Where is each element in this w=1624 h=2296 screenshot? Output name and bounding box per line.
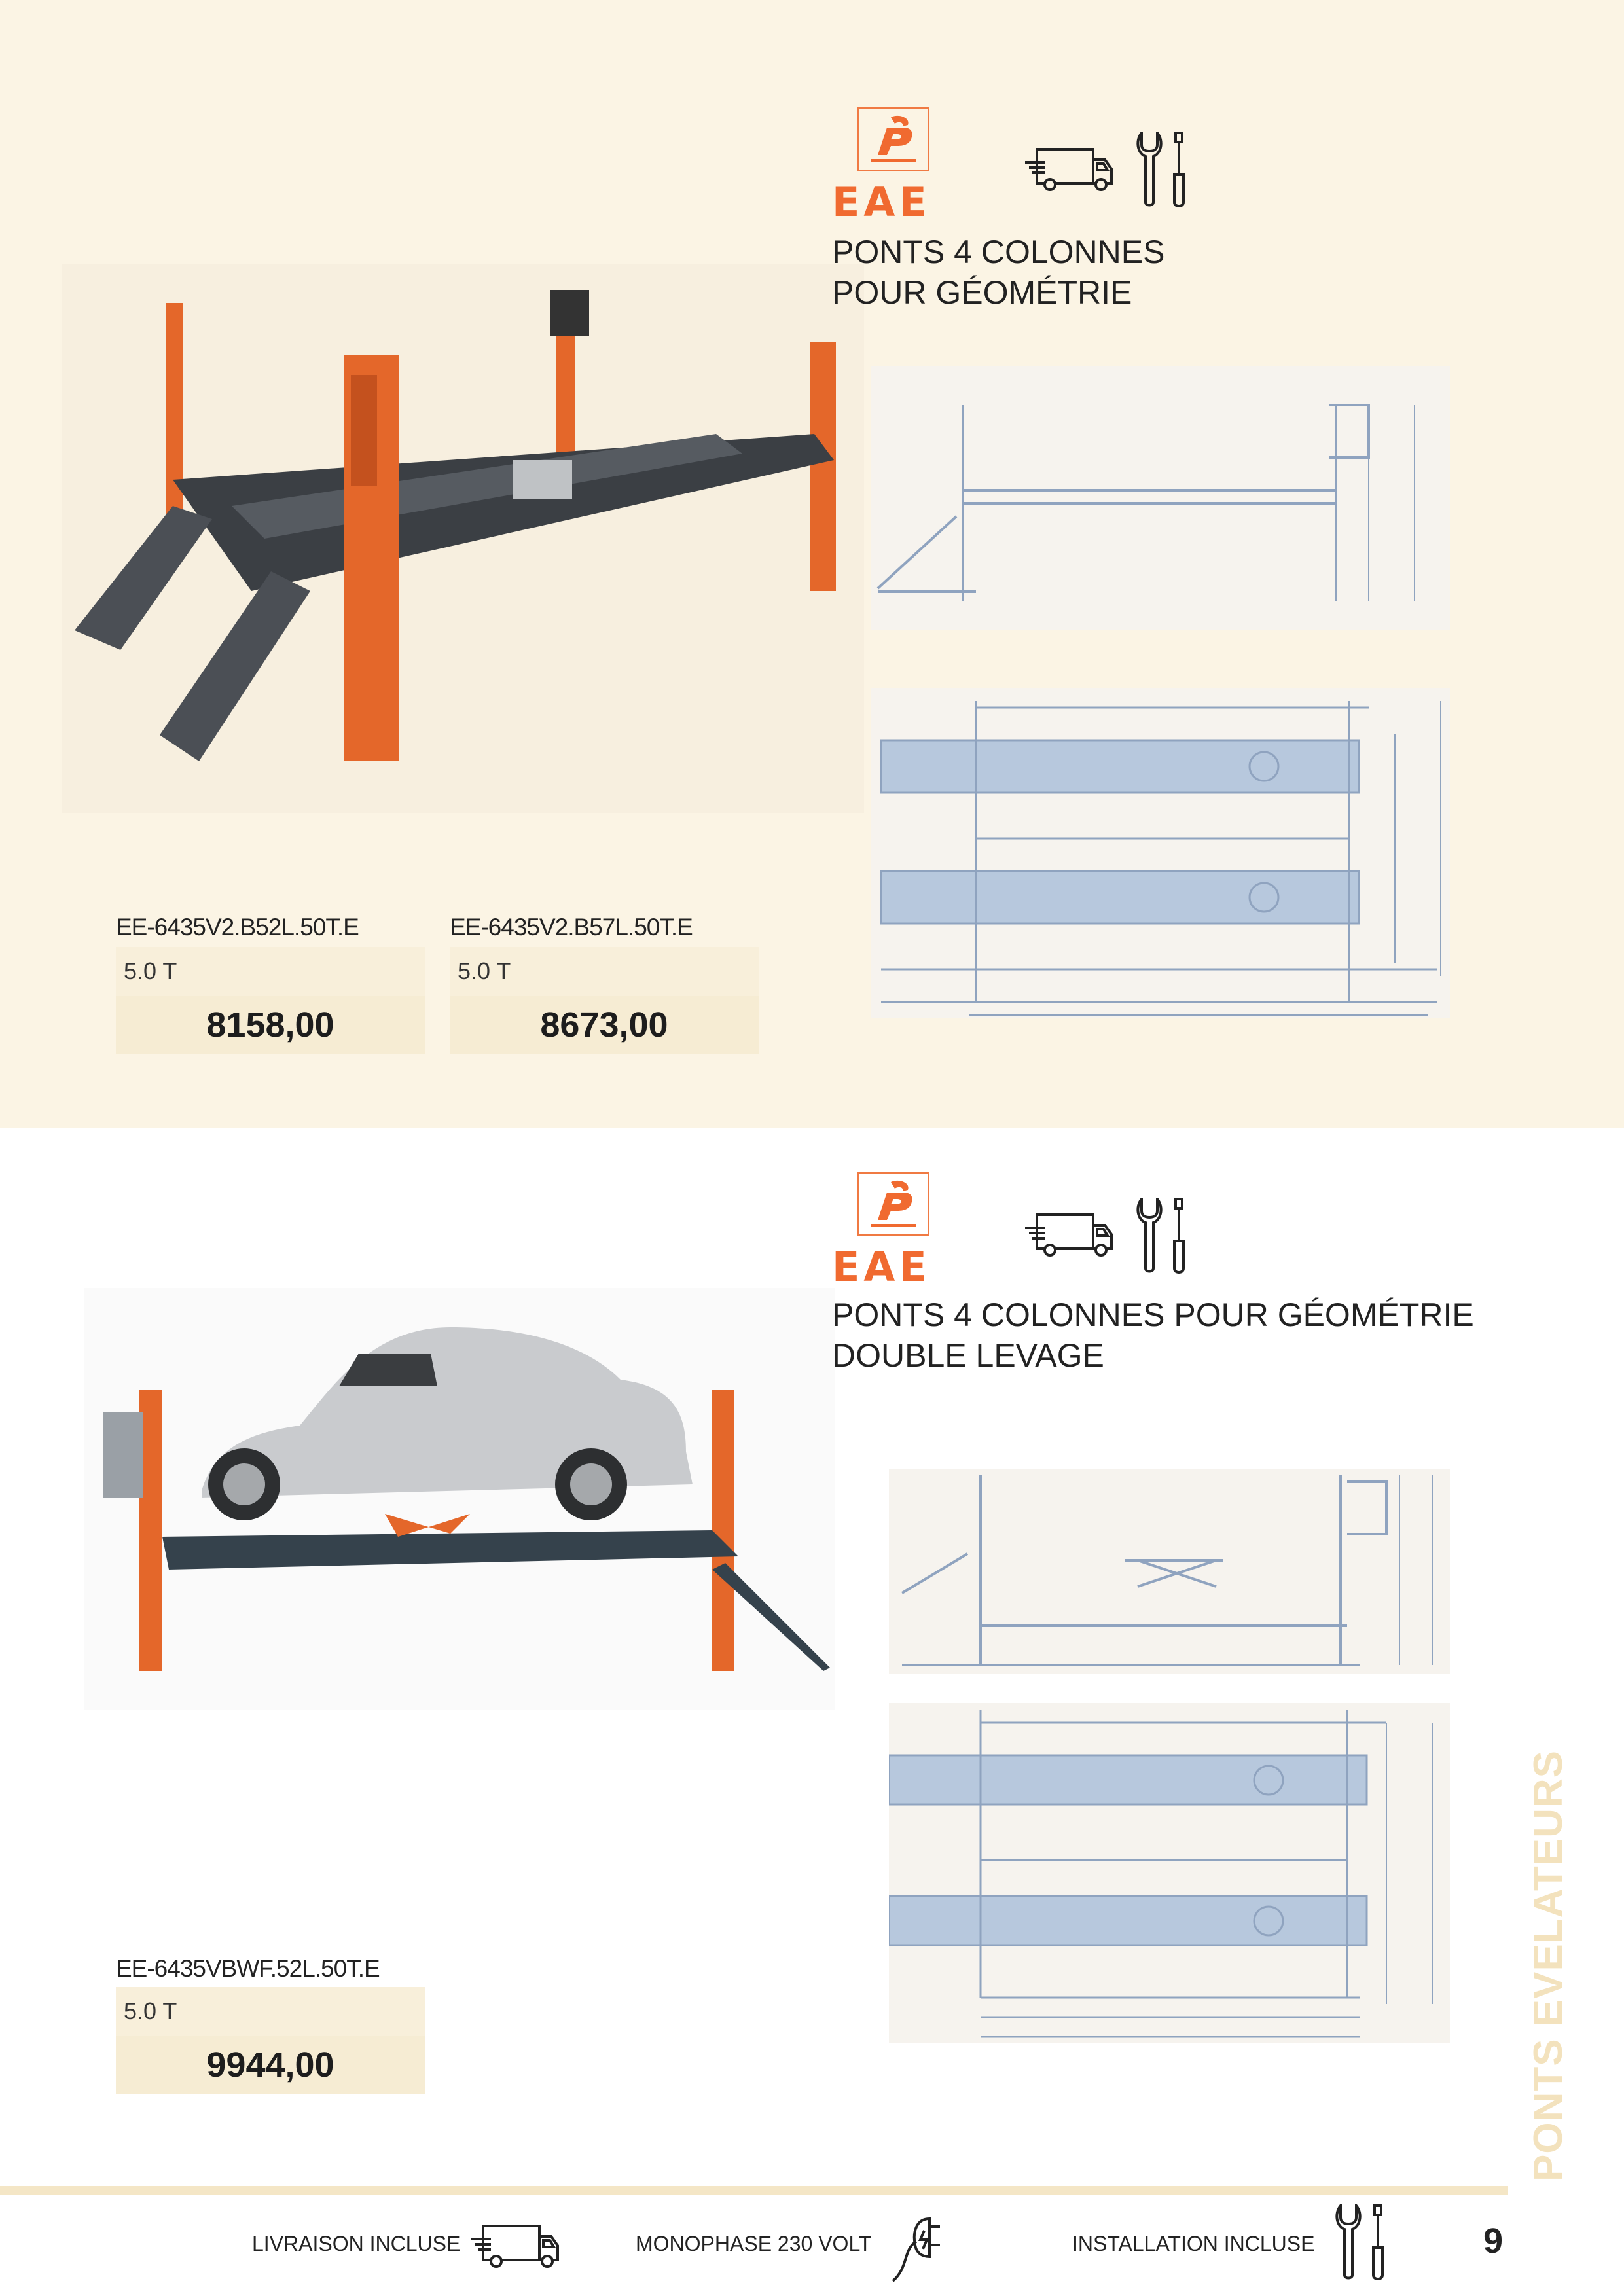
product-code: EE-6435V2.B57L.50T.E: [450, 914, 693, 941]
side-view-technical-drawing: [871, 366, 1450, 630]
price-box: 5.0 T 8158,00: [116, 947, 425, 1054]
delivery-truck-icon: [1025, 148, 1113, 191]
side-view-technical-drawing: [889, 1469, 1450, 1674]
price-box: 5.0 T 8673,00: [450, 947, 759, 1054]
title-line: PONTS 4 COLONNES: [832, 234, 1165, 270]
wrench-screwdriver-icon: [1136, 132, 1185, 207]
top-view-technical-drawing: [871, 688, 1450, 1018]
price-box: 5.0 T 9944,00: [116, 1987, 425, 2094]
footer-installation-label: INSTALLATION INCLUSE: [1072, 2232, 1315, 2255]
capacity: 5.0 T: [116, 1987, 425, 2036]
footer-delivery-label: LIVRAISON INCLUSE: [252, 2232, 461, 2255]
eae-logo-text: EAE: [832, 1243, 931, 1291]
product-title: PONTS 4 COLONNES POUR GÉOMÉTRIE DOUBLE L…: [832, 1295, 1474, 1376]
eae-logo-mark: [857, 107, 929, 171]
price: 9944,00: [206, 2045, 334, 2085]
price: 8158,00: [206, 1005, 334, 1045]
eae-logo-text: EAE: [832, 178, 931, 226]
title-line: PONTS 4 COLONNES POUR GÉOMÉTRIE: [832, 1297, 1474, 1333]
page-number: 9: [1483, 2221, 1504, 2261]
capacity: 5.0 T: [450, 947, 759, 996]
wrench-screwdriver-icon: [1335, 2204, 1384, 2280]
section-side-label: PONTS EVELATEURS: [1526, 1749, 1571, 2181]
product-title: PONTS 4 COLONNES POUR GÉOMÉTRIE: [832, 232, 1164, 313]
footer-power-label: MONOPHASE 230 VOLT: [636, 2232, 872, 2255]
product-code: EE-6435VBWF.52L.50T.E: [116, 1955, 380, 1982]
power-plug-icon: [892, 2217, 940, 2282]
footer-divider: [0, 2186, 1508, 2195]
delivery-truck-icon: [471, 2225, 559, 2268]
top-view-technical-drawing: [889, 1710, 1433, 2038]
product-photo-four-post-lift: [62, 264, 864, 813]
eae-logo-mark: [857, 1172, 929, 1236]
wrench-screwdriver-icon: [1136, 1198, 1185, 1274]
capacity: 5.0 T: [116, 947, 425, 996]
title-line: DOUBLE LEVAGE: [832, 1337, 1104, 1374]
price: 8673,00: [540, 1005, 668, 1045]
product-code: EE-6435V2.B52L.50T.E: [116, 914, 359, 941]
title-line: POUR GÉOMÉTRIE: [832, 274, 1132, 311]
product-photo-double-lift-with-car: [84, 1288, 835, 1710]
delivery-truck-icon: [1025, 1213, 1113, 1257]
